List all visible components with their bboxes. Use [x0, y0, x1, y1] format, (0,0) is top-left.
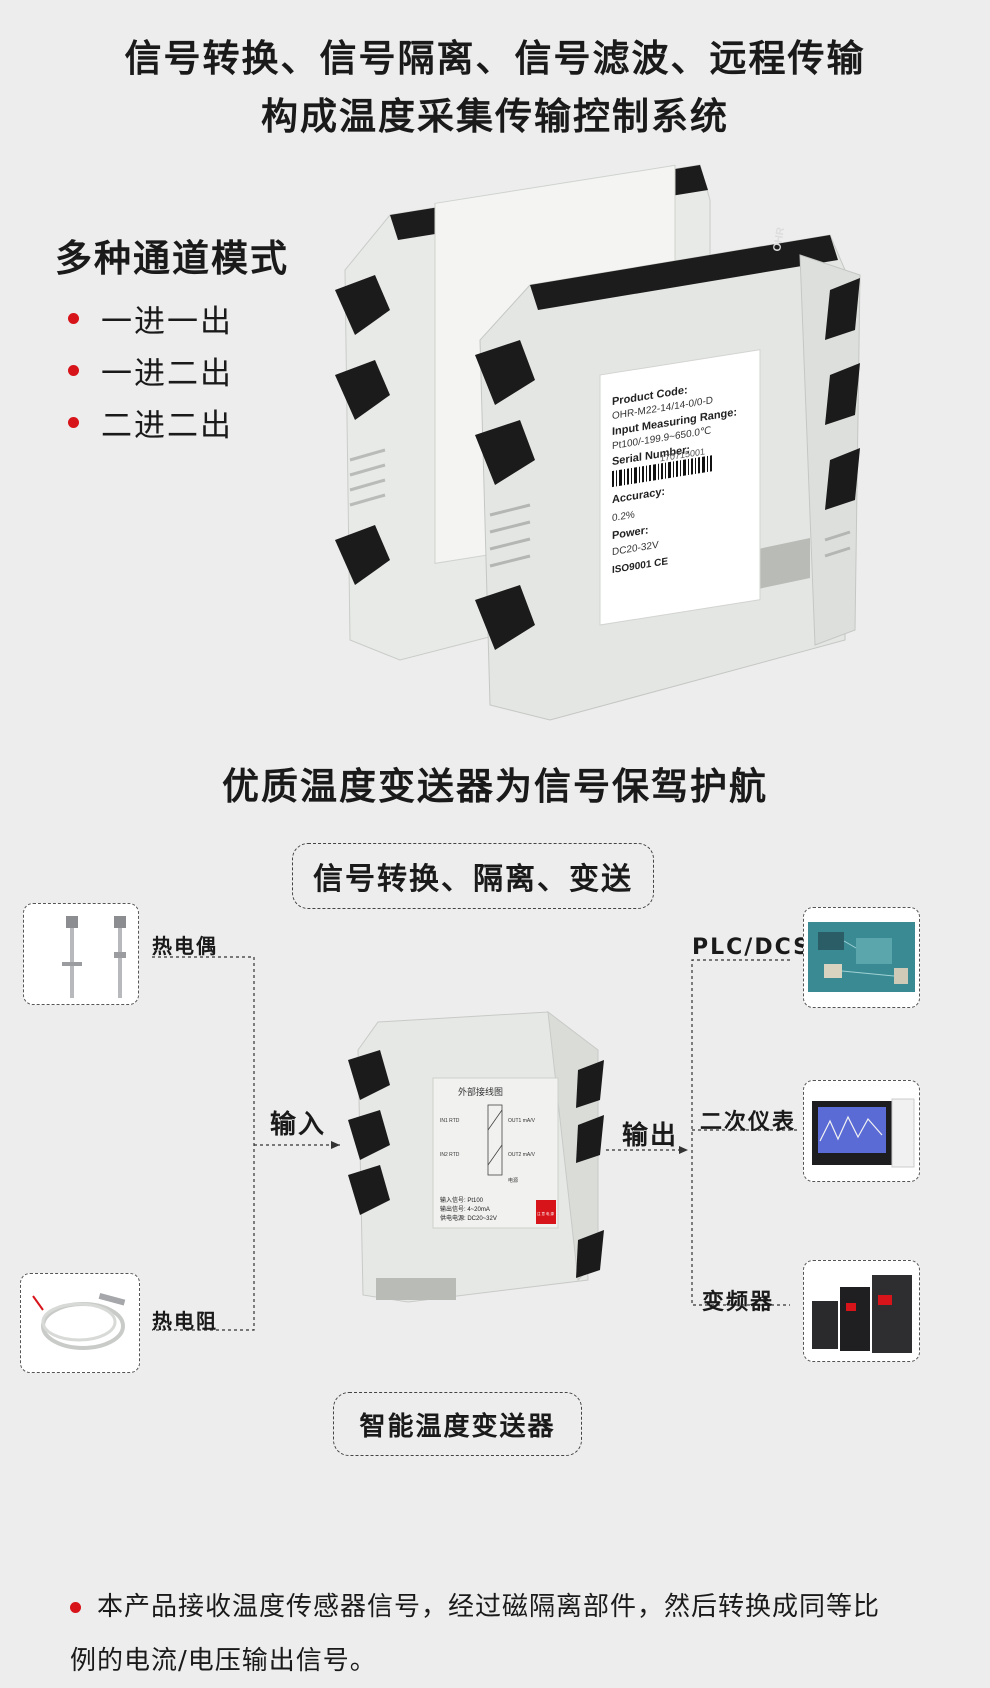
frequency-inverter-icon	[812, 1275, 912, 1353]
mode-item: 一进一出	[68, 296, 233, 341]
inverter-label: 变频器	[702, 1290, 775, 1315]
secondary-instrument-image	[803, 1080, 920, 1182]
red-bullet-icon	[68, 313, 79, 324]
input-label: 输入	[270, 1110, 327, 1140]
plc-dcs-image	[803, 907, 920, 1008]
output-label: 输出	[622, 1121, 679, 1151]
label-accuracy: 0.2%	[612, 510, 635, 525]
spec-power: 供电电源: DC20~32V	[440, 1214, 497, 1222]
mode-item: 一进二出	[68, 348, 233, 393]
thermocouple-image	[23, 903, 139, 1005]
circuit-board-icon	[808, 922, 915, 992]
headline-line-2: 构成温度采集传输控制系统	[261, 95, 729, 138]
front-transmitter: Product Code: OHR-M22-14/14-0/0-D Input …	[475, 226, 861, 721]
wiring-title: 外部接线图	[458, 1086, 503, 1097]
thermocouple-probe-icon	[62, 916, 126, 998]
mode-item-label: 一进二出	[101, 356, 233, 392]
plc-dcs-label: PLC/DCS	[692, 935, 811, 960]
thermocouple-label: 热电偶	[152, 934, 218, 958]
wiring-out2: OUT2 mA/V	[508, 1152, 536, 1158]
description-note: 本产品接收温度传感器信号，经过磁隔离部件，然后转换成同等比 例的电流/电压输出信…	[70, 1580, 930, 1688]
red-bullet-icon	[70, 1602, 81, 1613]
transmitter-device-image: 外部接线图 IN1 RTD IN2 RTD OUT1 mA/V OUT2 mA/…	[348, 1010, 604, 1303]
wiring-in1: IN1 RTD	[440, 1118, 460, 1124]
spec-output: 输出信号: 4~20mA	[440, 1205, 490, 1213]
warning-text: 注 意 电 源	[537, 1211, 554, 1216]
transmitter-product-image: Product Code: OHR-M22-14/14-0/0-D Input …	[335, 164, 861, 721]
rtd-image	[20, 1273, 140, 1373]
modes-title: 多种通道模式	[55, 237, 289, 280]
inverter-image	[803, 1260, 920, 1362]
wiring-out1: OUT1 mA/V	[508, 1118, 536, 1124]
red-bullet-icon	[68, 365, 79, 376]
warning-sticker	[536, 1200, 556, 1224]
mode-item-label: 二进二出	[101, 408, 233, 444]
description-line-1: 本产品接收温度传感器信号，经过磁隔离部件，然后转换成同等比	[97, 1592, 881, 1622]
mode-item: 二进二出	[68, 400, 233, 445]
brand-logo: OHR	[771, 226, 787, 252]
rtd-cable-icon	[32, 1292, 126, 1350]
wiring-in2: IN2 RTD	[440, 1152, 460, 1158]
label-power-title: Power:	[612, 524, 649, 542]
wiring-power: 电源	[508, 1177, 518, 1184]
red-bullet-icon	[68, 417, 79, 428]
barcode	[612, 455, 712, 488]
spec-input: 输入信号: Pt100	[440, 1196, 484, 1204]
product-name-box: 智能温度变送器	[333, 1392, 582, 1456]
rtd-label: 热电阻	[152, 1309, 218, 1333]
section2-title: 优质温度变送器为信号保驾护航	[222, 765, 768, 808]
function-box: 信号转换、隔离、变送	[292, 843, 654, 909]
headline-line-1: 信号转换、信号隔离、信号滤波、远程传输	[124, 37, 866, 80]
mode-item-label: 一进一出	[101, 304, 233, 340]
paperless-recorder-icon	[812, 1098, 915, 1168]
description-line-2: 例的电流/电压输出信号。	[70, 1646, 377, 1676]
secondary-instrument-label: 二次仪表	[700, 1110, 797, 1135]
